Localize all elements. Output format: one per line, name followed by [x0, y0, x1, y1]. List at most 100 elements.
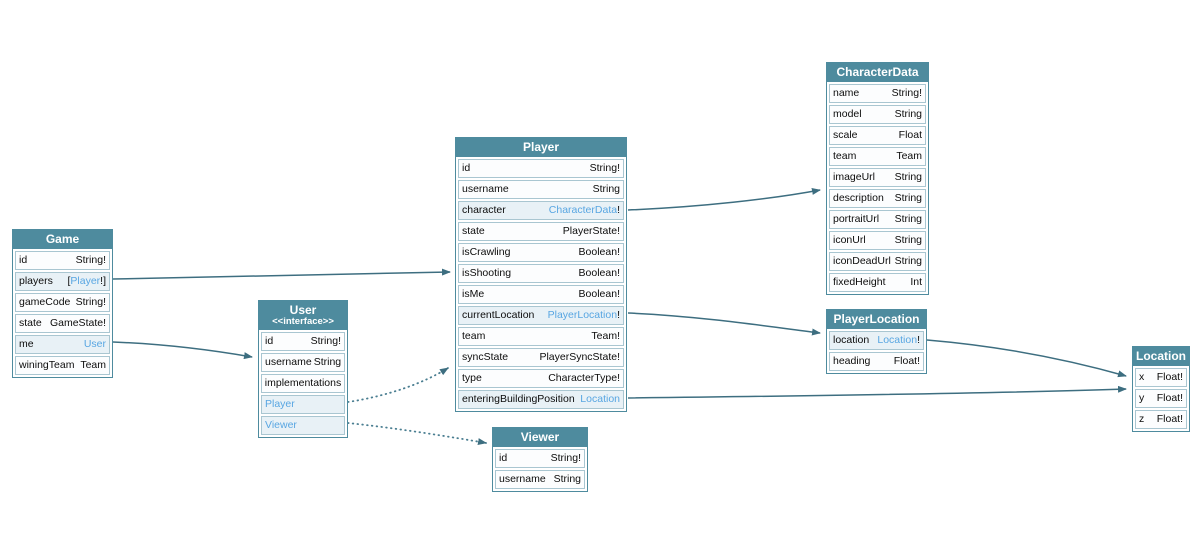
field-name: id [265, 335, 274, 347]
type-link[interactable]: Location [877, 334, 918, 346]
field-type: String! [311, 335, 341, 348]
field-name: state [462, 225, 485, 237]
table-title: PlayerLocation [833, 312, 920, 326]
field-name: state [19, 317, 42, 329]
table-title: Game [45, 232, 80, 246]
field-type: String [895, 255, 922, 268]
row-players[interactable]: players[Player!] [15, 272, 110, 291]
table-header-playerlocation[interactable]: PlayerLocation [827, 310, 926, 329]
type-text: String [313, 356, 342, 368]
field-name: location [833, 334, 870, 346]
field-name: isShooting [462, 267, 512, 279]
type-text: String [894, 192, 922, 204]
table-header-viewer[interactable]: Viewer [493, 428, 587, 447]
type-text: Int [910, 276, 922, 288]
field-type: Team! [591, 330, 620, 343]
field-type: Float! [1157, 371, 1183, 384]
field-type: Float! [1157, 392, 1183, 405]
row-description[interactable]: description String [829, 189, 926, 208]
field-type: Team [80, 359, 106, 372]
type-link[interactable]: User [83, 338, 106, 350]
type-text: CharacterType! [548, 372, 620, 384]
field-name: enteringBuildingPosition [462, 393, 575, 405]
field-type: User [84, 338, 106, 351]
field-type: Boolean! [579, 288, 620, 301]
type-text: Team! [591, 330, 620, 342]
field-type: String [895, 192, 922, 205]
table-subtitle: <<interface>> [272, 316, 334, 327]
field-type: PlayerLocation! [548, 309, 620, 322]
field-name: character [462, 204, 506, 216]
field-type: String [895, 213, 922, 226]
row-character[interactable]: character CharacterData! [458, 201, 624, 220]
field-type: String [895, 234, 922, 247]
table-header-characterdata[interactable]: CharacterData [827, 63, 928, 82]
type-link[interactable]: CharacterData [548, 204, 618, 216]
type-link[interactable]: PlayerLocation [547, 309, 618, 321]
table-header-game[interactable]: Game [13, 230, 112, 249]
table-title: Viewer [520, 430, 560, 444]
edge-player-character-to-characterdata [627, 188, 821, 211]
type-link[interactable]: Player [70, 275, 101, 287]
field-type: Float! [1157, 413, 1183, 426]
type-text: ! [917, 334, 920, 346]
row-location[interactable]: location Location! [829, 331, 924, 350]
type-text: String [894, 255, 922, 267]
field-name: heading [833, 355, 871, 367]
row-implementation-player[interactable]: Player [261, 395, 345, 414]
row-enteringBuildingPosition[interactable]: enteringBuildingPosition Location [458, 390, 624, 409]
field-name: name [833, 87, 860, 99]
table-header-location[interactable]: Location [1133, 347, 1189, 366]
type-text: ! [617, 204, 620, 216]
type-text: String! [589, 162, 620, 174]
row-id[interactable]: id String! [261, 332, 345, 351]
table-header-user[interactable]: User<<interface>> [259, 301, 347, 330]
table-header-player[interactable]: Player [456, 138, 626, 157]
field-name: username [265, 356, 312, 368]
type-link[interactable]: Player [265, 398, 295, 410]
edge-player-currentlocation-to-playerlocation [627, 312, 821, 336]
type-text: String [894, 108, 922, 120]
row-implementations[interactable]: implementations [261, 374, 345, 393]
type-link[interactable]: Location [580, 393, 620, 405]
row-implementation-viewer[interactable]: Viewer [261, 416, 345, 435]
type-link[interactable]: Viewer [265, 419, 297, 431]
type-text: Team [896, 150, 922, 162]
field-name: players [19, 275, 53, 287]
field-name: description [833, 192, 884, 204]
